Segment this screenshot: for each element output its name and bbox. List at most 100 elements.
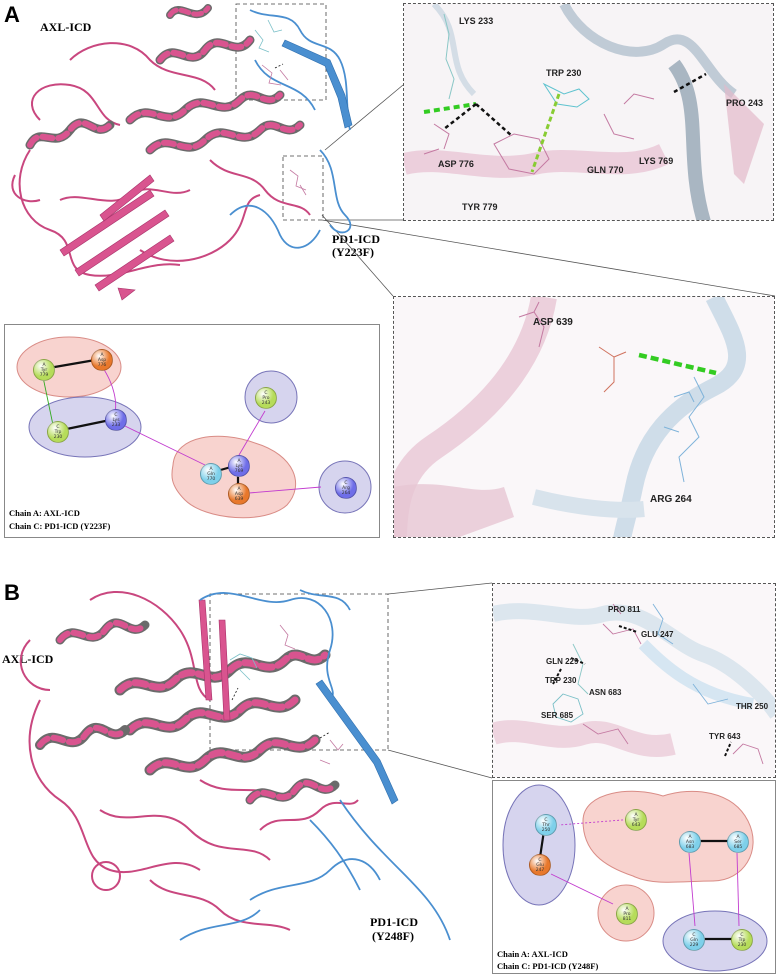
node-residue: Pro [262, 395, 270, 401]
node-residue: Gln [690, 937, 698, 943]
residue-label: ASP 776 [438, 159, 474, 169]
residue-label: LYS 233 [459, 16, 494, 26]
panel-b-inset: PRO 811 GLU 247 GLN 229 TRP 230 ASN 683 … [492, 583, 776, 778]
node-residue: Asp [234, 491, 244, 497]
node-residue: Pro [623, 911, 631, 917]
node-chain: A [209, 466, 213, 472]
residue-label: ARG 264 [650, 494, 692, 505]
node-number: 264 [341, 490, 351, 496]
node-number: 811 [622, 916, 632, 922]
residue-label: LYS 769 [639, 156, 674, 166]
legend-chain-a: Chain A: AXL-ICD [9, 508, 80, 518]
panel-a-inset-top: LYS 233 TRP 230 PRO 243 ASP 776 GLN 770 … [403, 3, 774, 221]
node-number: 770 [206, 476, 216, 482]
node-chain: A [42, 362, 46, 368]
node-chain: A [736, 834, 740, 840]
node-number: 683 [685, 844, 695, 850]
residue-label: PRO 811 [608, 605, 641, 614]
node-chain: C [56, 424, 60, 430]
node-residue: Trp [738, 937, 746, 943]
node-number: 779 [39, 372, 49, 378]
node-residue: Thr [542, 822, 550, 828]
node-number: 230 [53, 434, 63, 440]
node-number: 250 [541, 827, 551, 833]
node-residue: Tyr [632, 817, 640, 823]
node-residue: Trp [54, 429, 62, 435]
panel-a-inset-mid: ASP 639 ARG 264 [393, 296, 775, 538]
residue-label: PRO 243 [726, 98, 764, 108]
node-number: 643 [631, 822, 641, 828]
residue-label: TRP 230 [545, 676, 577, 685]
panel-a-axl-label: AXL-ICD [40, 20, 92, 34]
legend-chain-c: Chain C: PD1-ICD (Y223F) [9, 521, 111, 531]
node-residue: Gln [207, 471, 215, 477]
panel-b-axl-label: AXL-ICD [2, 652, 54, 666]
residue-label: GLN 770 [587, 165, 624, 175]
node-chain: A [100, 352, 104, 358]
node-chain: A [237, 486, 241, 492]
node-residue: Ser [734, 839, 742, 845]
node-chain: A [237, 458, 241, 464]
node-chain: C [264, 390, 268, 396]
node-residue: Glu [536, 862, 544, 868]
residue-label: THR 250 [736, 702, 769, 711]
panel-a-letter: A [4, 2, 20, 27]
node-number: 685 [733, 844, 743, 850]
node-number: 769 [234, 468, 244, 474]
node-residue: Tyr [40, 367, 48, 373]
legend-chain-c: Chain C: PD1-ICD (Y248F) [497, 961, 599, 971]
node-residue: Asp [97, 357, 107, 363]
residue-label: ASN 683 [589, 688, 622, 697]
node-chain: A [688, 834, 692, 840]
node-chain: C [344, 480, 348, 486]
residue-label: GLN 229 [546, 657, 579, 666]
panel-b-pd1-label-1: PD1-ICD [370, 915, 418, 929]
node-number: 233 [111, 422, 121, 428]
residue-label: TYR 779 [462, 202, 498, 212]
panel-b-pd1-label-2: (Y248F) [372, 929, 414, 943]
residue-label: TRP 230 [546, 68, 582, 78]
node-number: 639 [234, 496, 244, 502]
residue-label: TYR 643 [709, 732, 741, 741]
node-number: 776 [97, 362, 107, 368]
node-number: 229 [689, 942, 699, 948]
node-chain: A [625, 906, 629, 912]
legend-chain-a: Chain A: AXL-ICD [497, 949, 568, 959]
panel-b-letter: B [4, 580, 20, 605]
residue-label: SER 685 [541, 711, 574, 720]
residue-label: GLU 247 [641, 630, 674, 639]
node-chain: C [692, 932, 696, 938]
node-residue: Arg [342, 485, 350, 491]
node-number: 230 [737, 942, 747, 948]
node-residue: Asn [685, 839, 695, 845]
node-chain: C [114, 412, 118, 418]
node-chain: C [538, 857, 542, 863]
residue-label: ASP 639 [533, 317, 573, 328]
node-chain: A [634, 812, 638, 818]
node-chain: C [544, 817, 548, 823]
node-residue: Lys [235, 463, 243, 469]
node-number: 243 [261, 400, 271, 406]
node-number: 247 [535, 867, 545, 873]
panel-a-pd1-label-2: (Y223F) [332, 245, 374, 259]
node-residue: Lys [112, 417, 120, 423]
